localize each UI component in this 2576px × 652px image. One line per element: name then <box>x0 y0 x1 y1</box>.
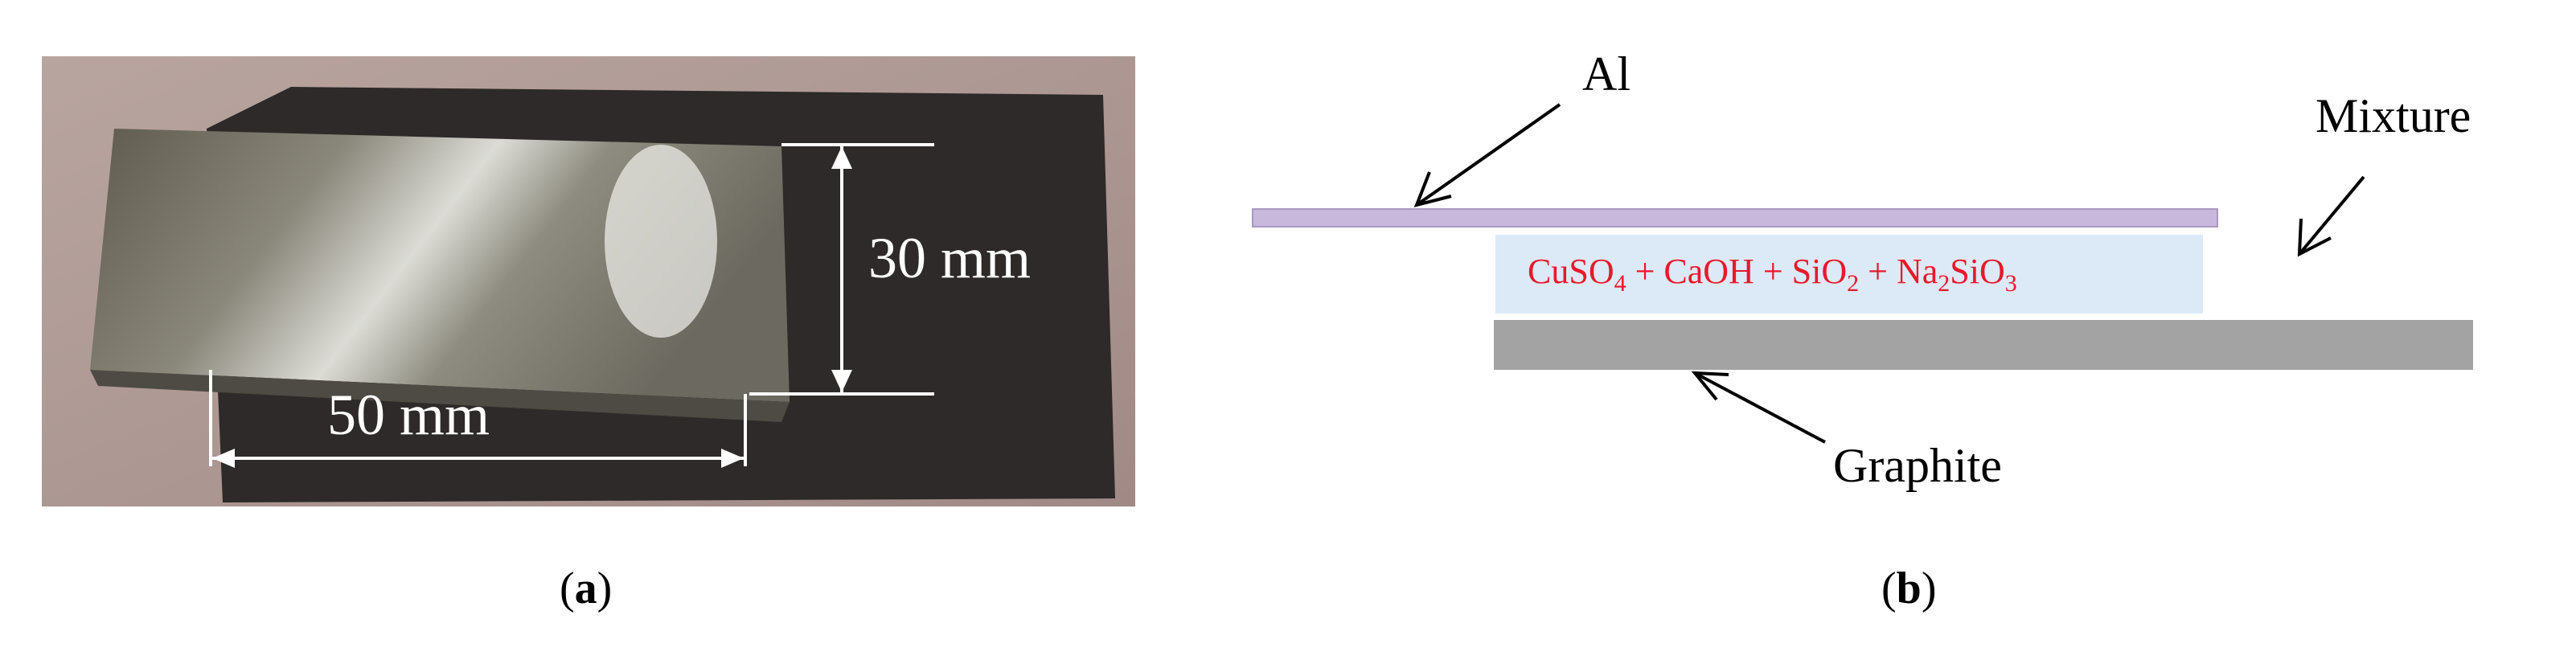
panel-label-a: (a) <box>560 563 612 614</box>
arrowhead-al <box>1413 171 1452 207</box>
formula-sub-3: 3 <box>2004 269 2017 297</box>
panel-label-b: (b) <box>1881 563 1936 614</box>
arrowhead-left <box>212 449 235 468</box>
label-mixture: Mixture <box>2316 89 2471 142</box>
arrowhead-mixture <box>2297 218 2332 257</box>
label-graphite: Graphite <box>1833 439 2002 492</box>
panel-label-a-open: ( <box>560 564 575 613</box>
label-al: Al <box>1582 47 1631 100</box>
layer-schematic-graphic <box>1252 103 2473 444</box>
mixture-layer <box>1495 235 2203 314</box>
formula-plus-na: + Na <box>1859 252 1938 291</box>
arrow-al <box>1415 103 1561 207</box>
mixture-formula: CuSO4 + CaOH + SiO2 + Na2SiO3 <box>1528 251 2017 297</box>
panel-label-a-letter: a <box>574 564 597 613</box>
sheet-edge <box>90 370 790 422</box>
panel-label-a-close: ) <box>597 564 613 613</box>
formula-cuso: CuSO <box>1528 252 1614 291</box>
formula-sub-4: 4 <box>1614 269 1626 297</box>
panel-label-b-letter: b <box>1896 564 1922 613</box>
sheet-reflection <box>605 145 717 338</box>
formula-sub-2b: 2 <box>1938 269 1950 297</box>
arrowhead-down <box>831 370 852 392</box>
dim-label-width: 50 mm <box>327 383 490 447</box>
arrowhead-up <box>831 146 852 169</box>
panel-label-b-close: ) <box>1921 564 1937 613</box>
al-plate <box>1252 208 2218 228</box>
formula-sio: SiO <box>1950 252 2005 291</box>
arrowhead-graphite <box>1691 371 1729 401</box>
arrow-graphite <box>1694 371 1826 444</box>
sample-photo: 30 mm 50 mm <box>42 56 1135 506</box>
arrow-mixture <box>2298 175 2365 256</box>
layer-schematic: Al Mixture Graphite CuSO4 + CaOH + SiO2 … <box>1206 0 2576 563</box>
graphite-plate <box>1494 320 2473 370</box>
arrowhead-right <box>721 449 744 468</box>
formula-sub-2: 2 <box>1847 269 1860 297</box>
sample-photo-graphic <box>42 56 1135 506</box>
dim-label-height: 30 mm <box>868 226 1032 290</box>
formula-mid: + CaOH + SiO <box>1626 252 1848 291</box>
panel-label-b-open: ( <box>1881 564 1897 613</box>
